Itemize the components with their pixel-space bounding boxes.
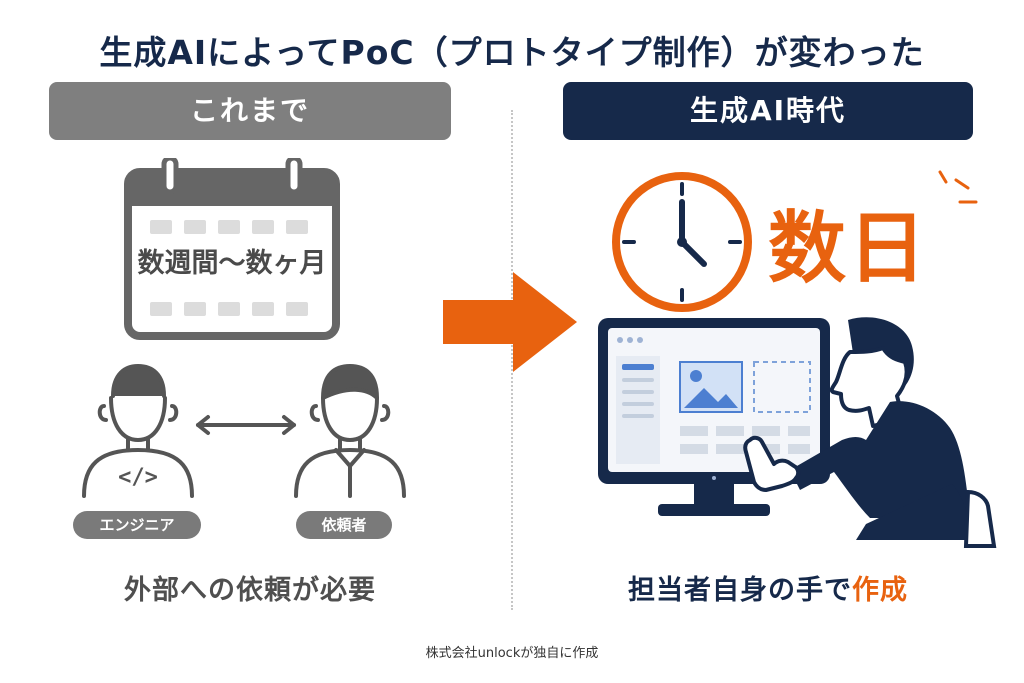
caption-ai-era: 担当者自身の手で作成 <box>563 568 973 607</box>
emphasis-lines-icon <box>938 170 978 204</box>
requester-avatar-icon <box>294 364 406 498</box>
caption-ai-era-highlight: 作成 <box>852 575 908 606</box>
center-divider <box>511 110 513 610</box>
caption-ai-era-main: 担当者自身の手で <box>628 575 852 606</box>
footer-credit: 株式会社unlockが独自に作成 <box>425 646 599 661</box>
duration-before: 数週間〜数ヶ月 <box>137 248 327 279</box>
transition-arrow-icon <box>443 272 577 372</box>
calendar-icon <box>124 158 340 340</box>
code-glyph: </> <box>118 465 158 490</box>
requester-label: 依頼者 <box>296 511 392 539</box>
page-title: 生成AIによってPoC（プロトタイプ制作）が変わった <box>99 33 925 72</box>
duration-ai-era: 数日 <box>768 204 929 294</box>
engineer-label: エンジニア <box>73 511 201 539</box>
double-arrow-icon <box>196 415 296 435</box>
header-ai-era: 生成AI時代 <box>563 82 973 140</box>
caption-before: 外部への依頼が必要 <box>124 575 376 606</box>
header-before: これまで <box>49 82 451 140</box>
clock-icon <box>612 172 752 312</box>
image-placeholder-icon <box>679 361 743 413</box>
user-at-computer-icon <box>743 317 997 548</box>
engineer-avatar-icon: </> <box>82 364 194 498</box>
monitor-icon <box>598 318 830 516</box>
